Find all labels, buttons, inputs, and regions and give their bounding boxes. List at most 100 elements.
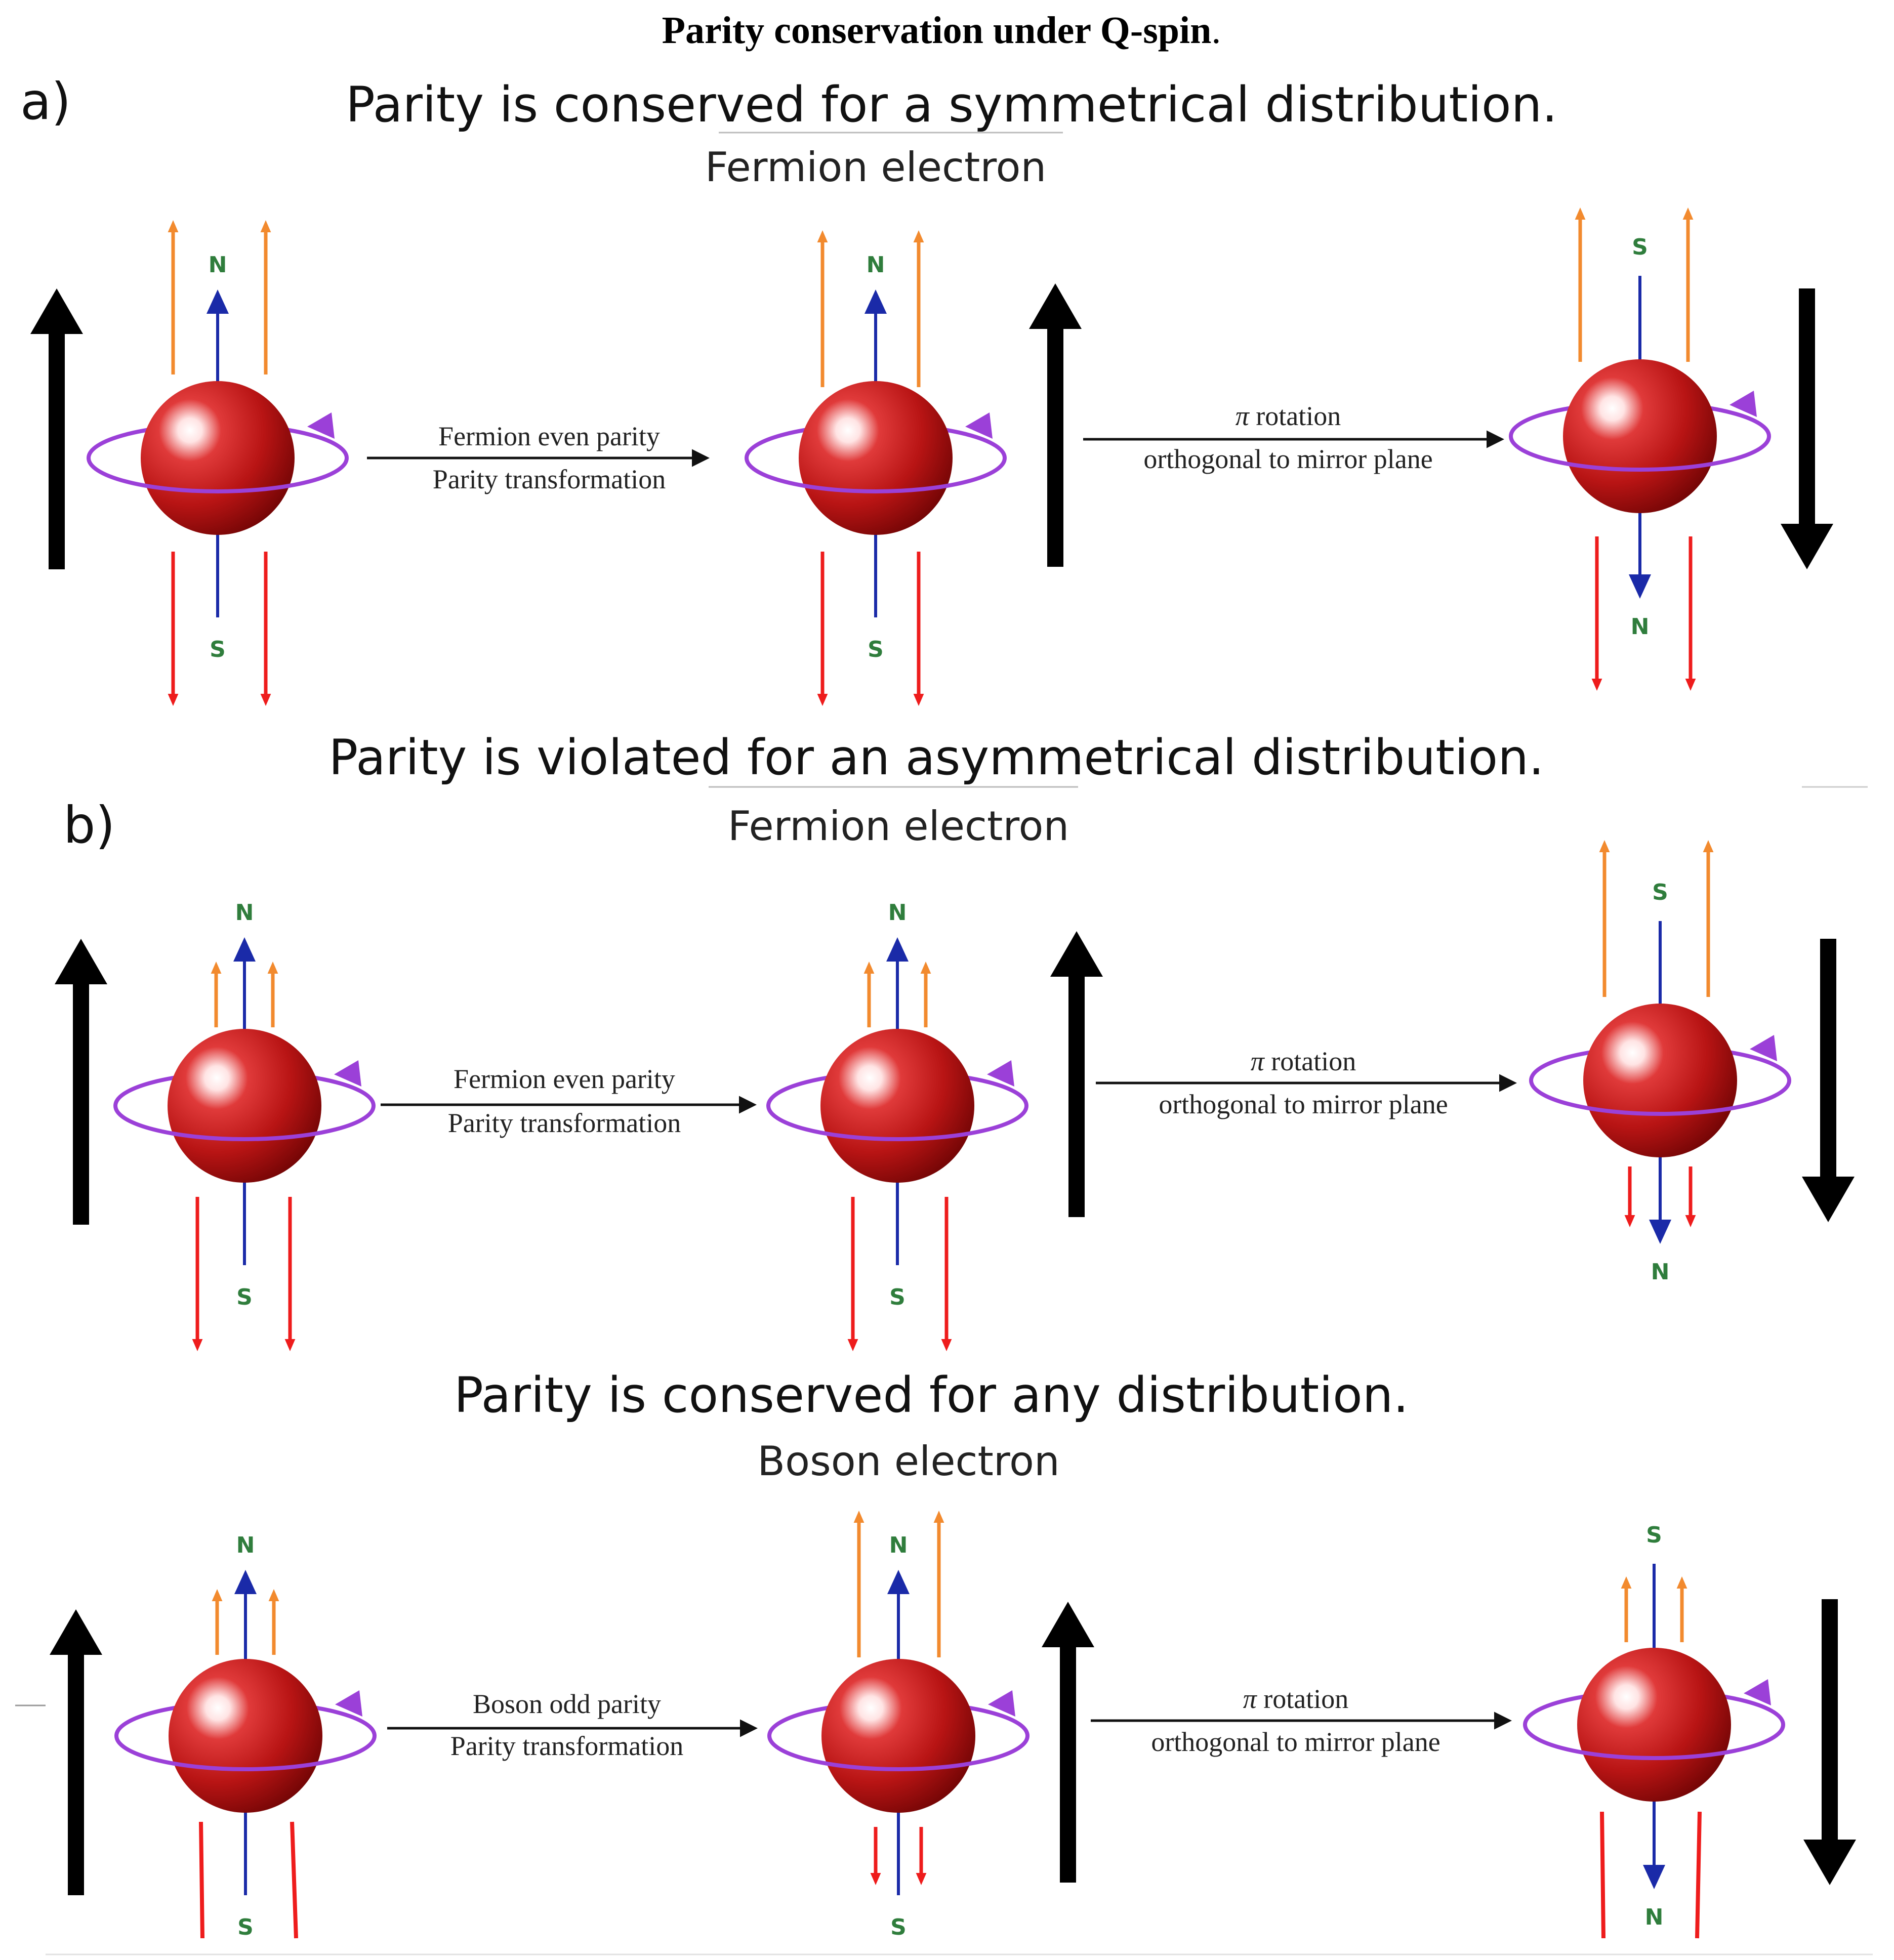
- step1-caption-line1-c: Boson odd parity: [473, 1689, 661, 1719]
- north-arrowhead: [1649, 1220, 1671, 1244]
- particle-group: SN: [1529, 840, 1791, 1285]
- pole-label-s: S: [868, 637, 884, 662]
- section-c: Parity is conserved for any distribution…: [15, 1367, 1873, 1955]
- up-arrow: [1676, 1576, 1687, 1642]
- section-a: a) Parity is conserved for a symmetrical…: [20, 72, 1833, 706]
- down-arrow: [284, 1197, 296, 1351]
- up-arrow: [1682, 207, 1694, 362]
- document-title: Parity conservation under Q-spin.: [662, 9, 1221, 52]
- down-arrow: [870, 1827, 881, 1885]
- section-b: Parity is violated for an asymmetrical d…: [55, 729, 1868, 1351]
- up-arrow: [260, 220, 271, 374]
- big-arrow-icon: [50, 1609, 102, 1895]
- down-arrow: [1591, 536, 1602, 691]
- orbit-arrowhead: [334, 1060, 361, 1087]
- big-arrow-icon: [1042, 1602, 1094, 1883]
- step2-caption-line2-c: orthogonal to mirror plane: [1151, 1727, 1440, 1757]
- subhead-a: Fermion electron: [705, 144, 1046, 191]
- particle-group: NS: [745, 230, 1007, 706]
- particle-group: SN: [1523, 1522, 1785, 1939]
- headline-b: Parity is violated for an asymmetrical d…: [328, 729, 1544, 786]
- north-arrowhead: [233, 937, 256, 962]
- orbit-arrow-icon: [745, 457, 1007, 493]
- red-sphere-icon: [799, 381, 953, 535]
- orbit-arrowhead: [307, 412, 335, 439]
- pole-label-s: S: [890, 1914, 907, 1940]
- red-sphere-icon: [1563, 359, 1717, 513]
- orbit-arrow-icon: [1529, 1080, 1791, 1116]
- up-arrow: [1575, 207, 1586, 362]
- north-arrowhead: [864, 289, 887, 314]
- down-arrow: [192, 1197, 203, 1351]
- orbit-arrow-icon: [766, 1105, 1028, 1141]
- pole-label-n: N: [235, 900, 254, 926]
- north-arrowhead: [207, 289, 229, 314]
- up-arrow: [1621, 1576, 1632, 1642]
- orbit-arrowhead: [987, 1060, 1014, 1087]
- up-arrow: [168, 220, 179, 374]
- step2-caption-line1-c: π rotation: [1243, 1684, 1349, 1714]
- particle-group: NS: [113, 900, 376, 1351]
- orbit-arrow-icon: [114, 1735, 377, 1771]
- section-label-b: b): [63, 796, 115, 855]
- step1-caption-line1-a: Fermion even parity: [438, 421, 660, 451]
- subhead-b: Fermion electron: [728, 803, 1069, 850]
- down-bar: [1695, 1811, 1702, 1939]
- orbit-arrowhead: [965, 412, 993, 439]
- up-arrow: [853, 1511, 864, 1657]
- down-bar: [199, 1821, 204, 1939]
- particle-group: NS: [767, 1511, 1030, 1940]
- down-bar: [290, 1821, 298, 1939]
- north-arrowhead: [1629, 574, 1651, 599]
- down-arrow: [1624, 1166, 1635, 1227]
- big-arrow-icon: [30, 288, 83, 569]
- down-arrow: [817, 552, 828, 706]
- up-arrow: [1599, 840, 1610, 997]
- down-bar: [1600, 1811, 1605, 1939]
- up-arrow: [212, 1589, 223, 1655]
- headline-c: Parity is conserved for any distribution…: [454, 1367, 1409, 1424]
- orbit-arrow-icon: [113, 1105, 376, 1141]
- pole-label-s: S: [210, 637, 226, 662]
- red-sphere-icon: [1583, 1004, 1737, 1157]
- pole-label-s: S: [237, 1914, 254, 1940]
- up-arrow: [920, 962, 931, 1027]
- down-arrow: [1685, 1166, 1696, 1227]
- pole-label-n: N: [888, 900, 907, 926]
- orbit-arrow-icon: [1523, 1724, 1785, 1760]
- pole-label-n: N: [236, 1532, 255, 1558]
- orbit-arrowhead: [335, 1690, 362, 1717]
- up-arrow: [1703, 840, 1714, 997]
- big-arrow-icon: [55, 939, 107, 1225]
- orbit-arrow-icon: [87, 457, 349, 493]
- step1-caption-line2-b: Parity transformation: [448, 1108, 681, 1138]
- orbit-arrowhead: [988, 1690, 1015, 1717]
- section-label-a: a): [20, 72, 71, 131]
- down-arrow: [1685, 536, 1696, 691]
- up-arrow: [211, 962, 222, 1027]
- up-arrow: [913, 230, 924, 387]
- up-arrow: [267, 962, 278, 1027]
- particle-group: NS: [87, 220, 349, 706]
- pole-label-s: S: [889, 1284, 905, 1310]
- step1-caption-line2-a: Parity transformation: [433, 464, 666, 494]
- red-sphere-icon: [168, 1029, 321, 1183]
- pole-label-n: N: [867, 252, 885, 278]
- down-arrow: [916, 1827, 927, 1885]
- down-arrow: [941, 1197, 952, 1351]
- pole-label-s: S: [1632, 234, 1648, 260]
- step2-caption-line2-a: orthogonal to mirror plane: [1143, 444, 1432, 474]
- red-sphere-icon: [820, 1029, 974, 1183]
- headline-a: Parity is conserved for a symmetrical di…: [346, 76, 1557, 133]
- north-arrowhead: [887, 1570, 910, 1594]
- pole-label-s: S: [236, 1284, 253, 1310]
- step2-caption-line1-b: π rotation: [1251, 1046, 1356, 1076]
- up-arrow: [933, 1511, 944, 1657]
- pole-label-s: S: [1646, 1522, 1662, 1548]
- orbit-arrowhead: [1744, 1679, 1771, 1705]
- subhead-c: Boson electron: [757, 1438, 1059, 1485]
- pole-label-n: N: [1651, 1259, 1670, 1285]
- step2-caption-line2-b: orthogonal to mirror plane: [1159, 1089, 1448, 1119]
- red-sphere-icon: [821, 1659, 975, 1813]
